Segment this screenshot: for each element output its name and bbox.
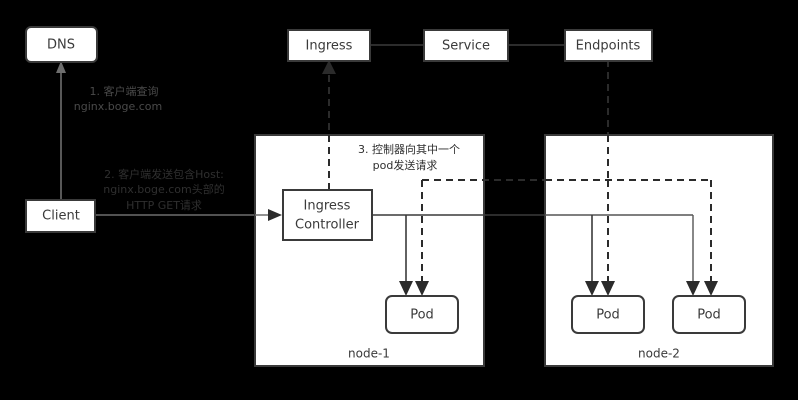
pod-node1-box[interactable]: Pod (385, 295, 459, 334)
endpoints-label: Endpoints (576, 39, 641, 54)
ingress-controller-label-line1: Ingress (304, 199, 351, 214)
node-1-label: node-1 (348, 347, 390, 361)
annotation-step-2: 2. 客户端发送包含Host: nginx.boge.com头部的 HTTP G… (103, 167, 224, 212)
annotation-step3-line2: pod发送请求 (373, 158, 438, 172)
dns-box[interactable]: DNS (25, 26, 98, 63)
connector-client-to-dns (56, 61, 66, 200)
node-2-label: node-2 (638, 347, 680, 361)
ingress-controller-box[interactable]: Ingress Controller (282, 189, 373, 241)
connector-overlay (255, 135, 718, 296)
connector-controller-to-ingress-dashed (322, 60, 336, 190)
annotation-step3-line1: 3. 控制器向其中一个 (358, 142, 460, 156)
ingress-box[interactable]: Ingress (287, 29, 371, 62)
service-label: Service (442, 39, 490, 54)
endpoints-box[interactable]: Endpoints (564, 29, 653, 62)
dns-label: DNS (47, 38, 75, 53)
pod-node2-left-box[interactable]: Pod (571, 295, 645, 334)
client-box[interactable]: Client (25, 199, 96, 233)
annotation-step2-line2: nginx.boge.com头部的 (103, 182, 224, 196)
client-label: Client (42, 209, 80, 224)
pod-node1-label: Pod (410, 308, 434, 323)
ingress-controller-label-line2: Controller (295, 218, 360, 233)
annotation-step-1: 1. 客户端查询 nginx.boge.com (74, 84, 162, 113)
annotation-step-3: 3. 控制器向其中一个 pod发送请求 (358, 142, 460, 172)
ingress-label: Ingress (306, 39, 353, 54)
pod-node2-left-label: Pod (596, 308, 620, 323)
annotation-step2-line3: HTTP GET请求 (126, 199, 202, 212)
annotation-step1-line1: 1. 客户端查询 (90, 84, 159, 98)
pod-node2-right-box[interactable]: Pod (672, 295, 746, 334)
annotation-step2-line1: 2. 客户端发送包含Host: (104, 167, 224, 181)
service-box[interactable]: Service (423, 29, 509, 62)
annotation-step1-line2: nginx.boge.com (74, 100, 162, 113)
pod-node2-right-label: Pod (697, 308, 721, 323)
